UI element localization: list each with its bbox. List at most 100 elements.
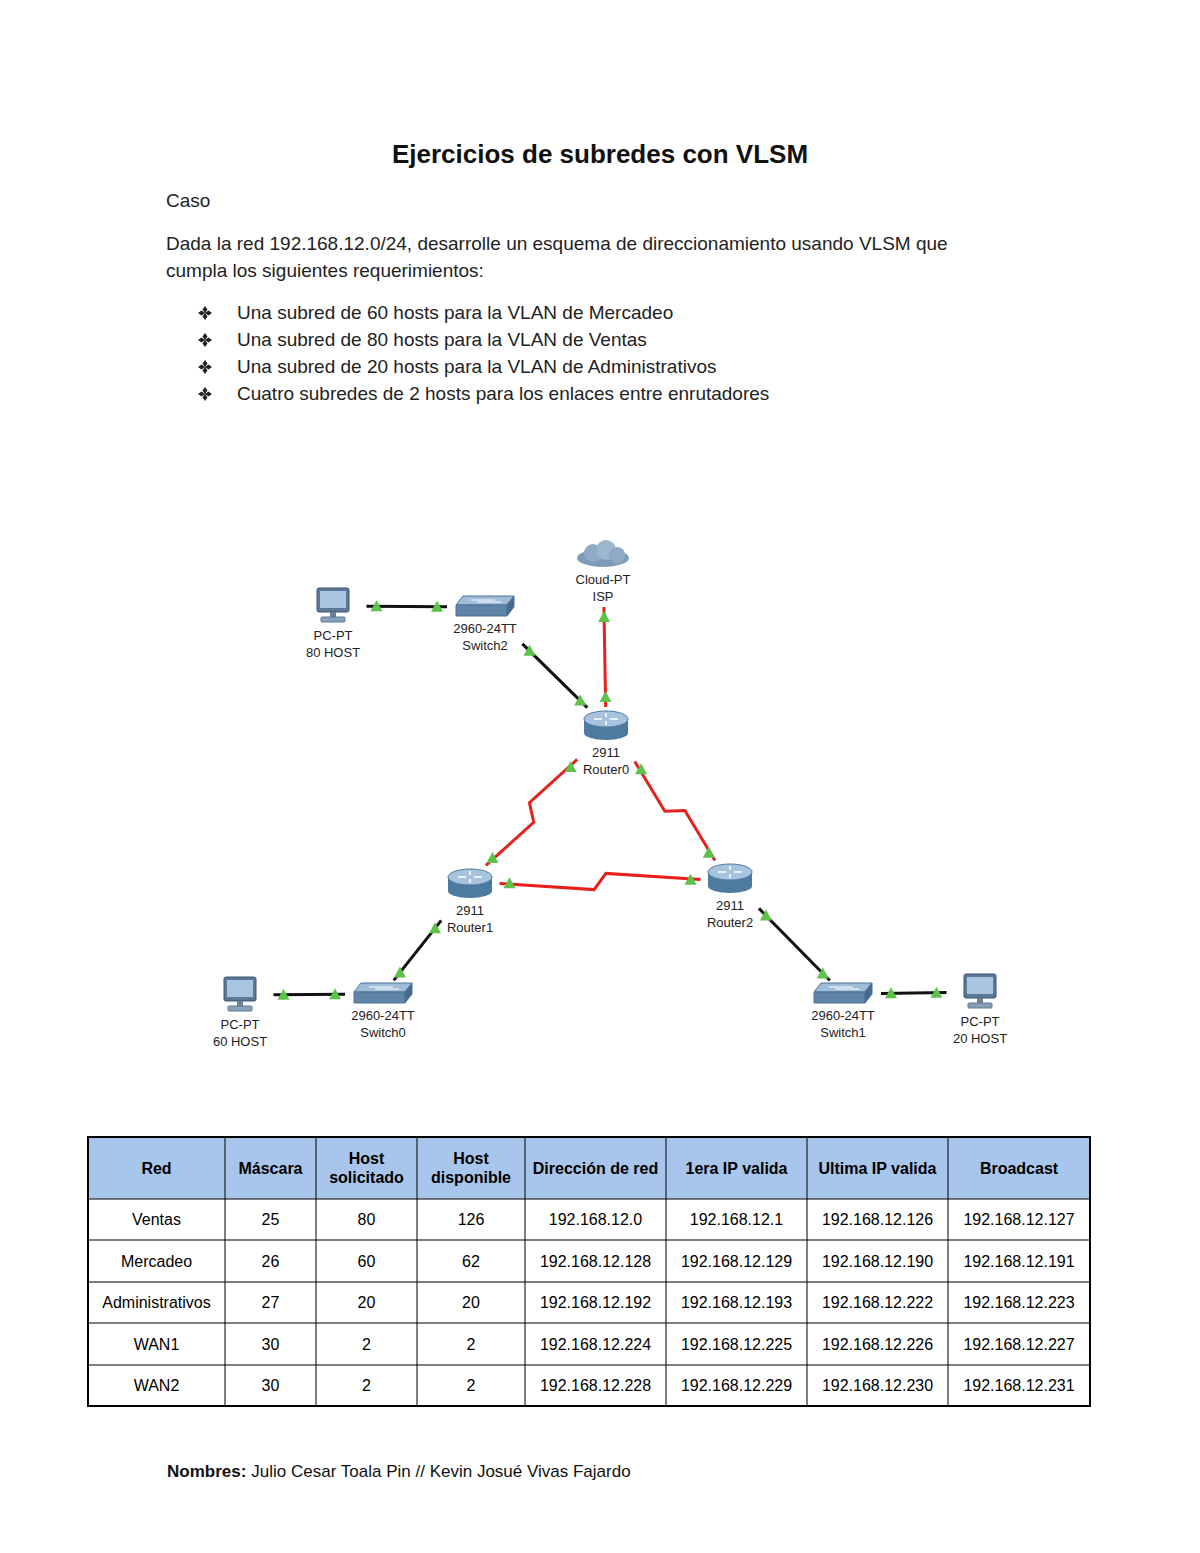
table-cell: 20 — [316, 1282, 417, 1323]
table-cell: 192.168.12.223 — [948, 1282, 1090, 1323]
link-light — [429, 922, 441, 933]
table-header-cell: Red — [88, 1137, 225, 1199]
link-light — [598, 611, 610, 622]
table-cell: 2 — [417, 1365, 525, 1406]
serial-link — [500, 873, 701, 889]
link-light — [394, 967, 406, 978]
ethernet-link — [394, 920, 442, 980]
table-header-cell: Host solicitado — [316, 1137, 417, 1199]
link-light — [599, 691, 611, 702]
link-light — [885, 987, 897, 998]
table-cell: 192.168.12.1 — [666, 1199, 807, 1240]
link-light — [703, 847, 715, 858]
table-header-cell: Máscara — [225, 1137, 316, 1199]
device-label: 2960-24TT — [351, 1007, 415, 1024]
table-cell: 20 — [417, 1282, 525, 1323]
device-icons — [224, 540, 996, 1011]
requirement-item: Cuatro subredes de 2 hosts para los enla… — [237, 383, 769, 405]
device-label: Router0 — [583, 761, 629, 778]
device-node: PC-PT60 HOST — [209, 975, 272, 1050]
table-cell: 26 — [225, 1240, 316, 1282]
device-label: 2911 — [716, 897, 744, 914]
table-cell: 30 — [225, 1365, 316, 1406]
table-grid — [88, 1137, 1090, 1406]
device-label: 2911 — [456, 902, 484, 919]
table-cell: 192.168.12.127 — [948, 1199, 1090, 1240]
link-light — [635, 763, 647, 774]
section-heading: Caso — [166, 190, 210, 212]
serial-link — [635, 761, 715, 860]
table-header-cell: Ultima IP valida — [807, 1137, 948, 1199]
device-node: PC-PT20 HOST — [949, 972, 1012, 1047]
table-cell: 2 — [316, 1323, 417, 1365]
requirement-item: Una subred de 60 hosts para la VLAN de M… — [237, 302, 673, 324]
table-cell: 192.168.12.128 — [525, 1240, 666, 1282]
table-cell: 27 — [225, 1282, 316, 1323]
device-label: 2911 — [592, 744, 620, 761]
device-label: Cloud-PT — [576, 571, 631, 588]
table-cell: 62 — [417, 1240, 525, 1282]
table-cell: 192.168.12.192 — [525, 1282, 666, 1323]
table-cell: 192.168.12.226 — [807, 1323, 948, 1365]
table-header-cell: Broadcast — [948, 1137, 1090, 1199]
table-cell: 126 — [417, 1199, 525, 1240]
device-label: Switch2 — [462, 637, 508, 654]
table-cell: 192.168.12.227 — [948, 1323, 1090, 1365]
device-label: Switch0 — [360, 1024, 406, 1041]
device-label: 20 HOST — [953, 1030, 1007, 1047]
author-names: Julio Cesar Toala Pin // Kevin Josué Viv… — [251, 1461, 630, 1482]
link-light — [565, 761, 577, 772]
table-cell: 192.168.12.231 — [948, 1365, 1090, 1406]
serial-link — [486, 759, 577, 865]
device-node: Cloud-PTISP — [572, 540, 635, 605]
link-light — [278, 989, 290, 1000]
device-label: Router1 — [447, 919, 493, 936]
table-header-cell: 1era IP valida — [666, 1137, 807, 1199]
table-cell: 30 — [225, 1323, 316, 1365]
link-light — [329, 988, 341, 999]
table-cell: 192.168.12.193 — [666, 1282, 807, 1323]
requirement-item: Una subred de 20 hosts para la VLAN de A… — [237, 356, 717, 378]
device-node: 2960-24TTSwitch0 — [347, 982, 419, 1041]
device-label: PC-PT — [221, 1016, 260, 1033]
device-node: 2911Router0 — [579, 709, 634, 778]
device-node: 2960-24TTSwitch2 — [449, 595, 521, 654]
table-header-cell: Host disponible — [417, 1137, 525, 1199]
device-label: 80 HOST — [306, 644, 360, 661]
device-node: 2911Router2 — [703, 862, 758, 931]
table-cell: 192.168.12.191 — [948, 1240, 1090, 1282]
link-light — [817, 967, 829, 978]
ethernet-link — [759, 908, 830, 980]
device-label: 60 HOST — [213, 1033, 267, 1050]
table-cell: 192.168.12.190 — [807, 1240, 948, 1282]
table-cell: Ventas — [88, 1199, 225, 1240]
table-cell: 192.168.12.126 — [807, 1199, 948, 1240]
table-cell: 192.168.12.222 — [807, 1282, 948, 1323]
page-title: Ejercicios de subredes con VLSM — [0, 139, 1200, 169]
table-cell: 192.168.12.129 — [666, 1240, 807, 1282]
device-label: PC-PT — [961, 1013, 1000, 1030]
link-light — [760, 910, 772, 921]
link-light — [371, 600, 383, 611]
table-cell: Administrativos — [88, 1282, 225, 1323]
device-label: 2960-24TT — [811, 1007, 875, 1024]
requirement-item: Una subred de 80 hosts para la VLAN de V… — [237, 329, 647, 351]
link-light — [685, 874, 697, 885]
table-cell: 192.168.12.225 — [666, 1323, 807, 1365]
table-cell: WAN1 — [88, 1323, 225, 1365]
body-paragraph: Dada la red 192.168.12.0/24, desarrolle … — [166, 230, 1006, 284]
link-light — [574, 695, 586, 706]
ethernet-link — [522, 644, 587, 708]
table-cell: 2 — [316, 1365, 417, 1406]
device-label: ISP — [593, 588, 614, 605]
link-light — [931, 987, 943, 998]
link-light — [503, 877, 515, 888]
table-cell: 25 — [225, 1199, 316, 1240]
table-cell: Mercadeo — [88, 1240, 225, 1282]
bullet-marks — [198, 306, 212, 401]
device-node: 2960-24TTSwitch1 — [807, 982, 879, 1041]
device-label: 2960-24TT — [453, 620, 517, 637]
device-label: Router2 — [707, 914, 753, 931]
table-cell: 192.168.12.0 — [525, 1199, 666, 1240]
